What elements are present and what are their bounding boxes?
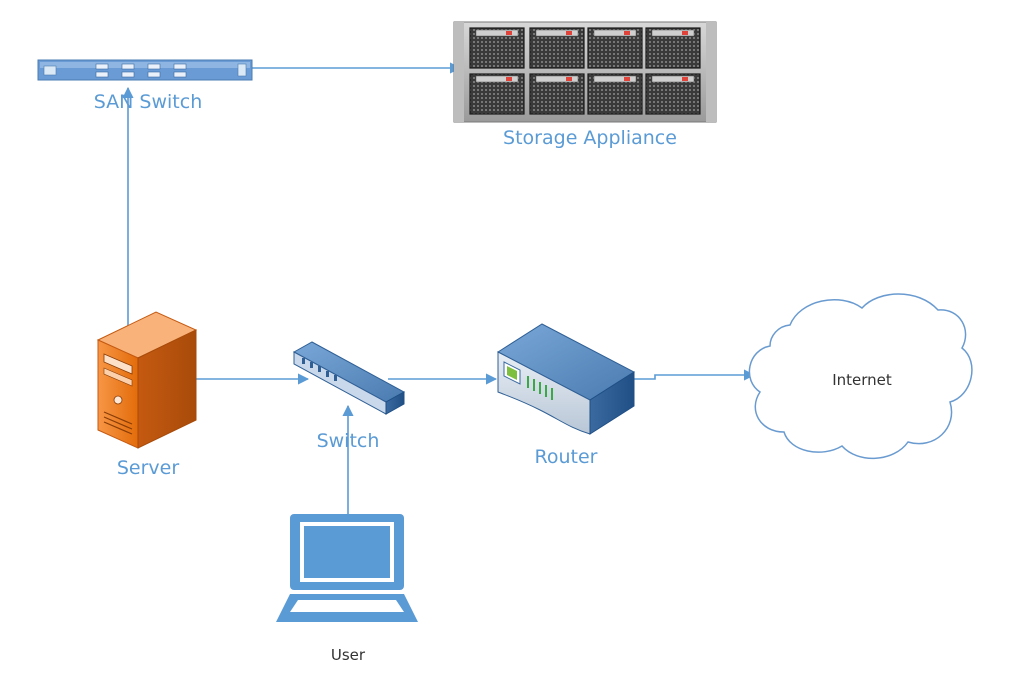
user-label: User — [331, 646, 366, 664]
storage-array-icon — [453, 21, 717, 123]
router-node[interactable]: Router — [497, 323, 635, 468]
internet-label: Internet — [832, 371, 892, 389]
cloud-icon — [748, 293, 973, 459]
internet-node[interactable]: Internet — [748, 293, 973, 459]
router-label: Router — [535, 446, 598, 468]
server-tower-icon — [96, 311, 198, 449]
san-switch-icon — [37, 59, 253, 81]
server-label: Server — [117, 457, 179, 479]
switch-label: Switch — [317, 430, 380, 452]
switch-node[interactable]: Switch — [292, 341, 406, 452]
server-node[interactable]: Server — [96, 311, 198, 479]
storage-label: Storage Appliance — [503, 127, 677, 149]
network-switch-icon — [292, 341, 406, 415]
san-switch-node[interactable]: SAN Switch — [37, 59, 253, 113]
user-node[interactable]: User — [276, 514, 418, 664]
san-switch-label: SAN Switch — [94, 91, 202, 113]
laptop-icon — [276, 514, 418, 622]
storage-node[interactable]: Storage Appliance — [453, 21, 717, 149]
router-icon — [497, 323, 635, 435]
